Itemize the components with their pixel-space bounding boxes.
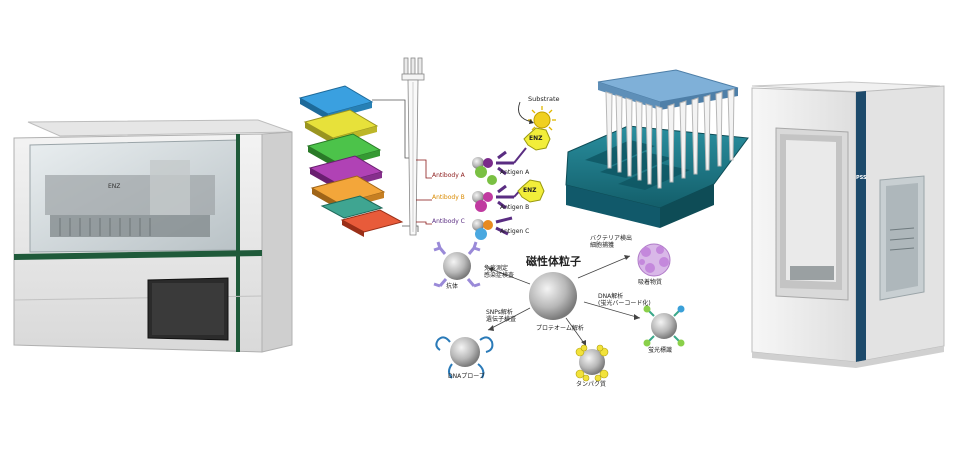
stacked-microplates: [298, 85, 419, 237]
antigen-a-label: Antigen A: [500, 169, 530, 176]
magnetic-particle: [529, 272, 577, 320]
antigen-b-label: Antigen B: [500, 204, 530, 211]
automated-analyzer-right: [751, 81, 945, 368]
enzyme-label-top: ENZ: [529, 135, 543, 142]
enzyme-icon-top: [523, 127, 551, 151]
target-fluorescent-label: 蛍光標識: [648, 347, 673, 354]
antibody-row-a: [472, 147, 527, 185]
substrate-icon: [518, 101, 556, 134]
magnetic-particle-diagram: [433, 241, 685, 382]
app-bacteria-label: バクテリア検出 細胞捕獲: [590, 235, 633, 249]
antibody-b-label: Antibody B: [432, 194, 465, 201]
antibody-a-label: Antibody A: [432, 172, 465, 179]
pipette-tip: [401, 57, 425, 236]
brand-badge-area: [856, 174, 866, 186]
substrate-label: Substrate: [528, 95, 560, 103]
plate-red: [340, 209, 404, 237]
right-machine-badge: PSS: [856, 175, 867, 181]
left-machine-logo: ENZ: [108, 183, 121, 190]
tip-rack-tray: [565, 69, 749, 228]
app-dna-analysis-label: DNA解析 (蛍光バーコード化): [598, 293, 651, 307]
target-dna-probe-label: DNAプローブ: [448, 373, 485, 380]
antibody-connectors: [416, 159, 432, 225]
target-antibody-label: 抗体: [446, 283, 459, 290]
enzyme-label-middle: ENZ: [523, 187, 537, 194]
antigen-c-label: Antigen C: [500, 228, 530, 235]
antibody-row-c: [472, 216, 513, 240]
magnetic-particle-title: 磁性体粒子: [526, 255, 581, 268]
antibody-c-label: Antibody C: [432, 218, 465, 225]
automated-analyzer-left: [13, 119, 293, 353]
app-proteome-label: プロテオーム解析: [536, 325, 584, 332]
app-immunoassay-label: 免疫測定 感染症検査: [484, 265, 515, 279]
fluorescent-label-icon: [643, 305, 685, 347]
enzyme-icon-middle: [517, 179, 545, 203]
target-adsorbed-label: 吸着物質: [638, 279, 663, 286]
protein-icon: [575, 344, 609, 382]
adsorbed-material-icon: [637, 243, 671, 277]
app-snps-label: SNPs解析 遺伝子検査: [486, 309, 517, 323]
plate-teal: [320, 195, 384, 219]
dna-probe-icon: [435, 336, 494, 379]
target-protein-label: タンパク質: [576, 381, 607, 388]
elisa-diagram: [472, 101, 556, 240]
antibody-target-icon: [433, 241, 481, 288]
pipette-tips-array: [605, 88, 735, 189]
